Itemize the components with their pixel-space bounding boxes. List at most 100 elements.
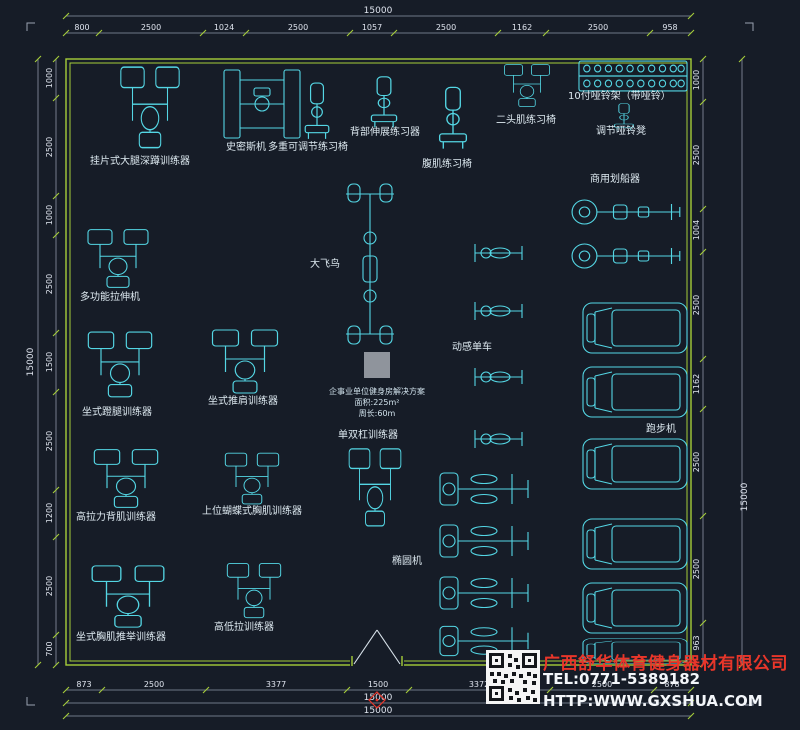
- label-ab-bench: 腹肌练习椅: [422, 157, 472, 170]
- spin-bike-drawing-3: [474, 367, 523, 387]
- dim-right-seg-0: 1000: [692, 70, 701, 90]
- label-shoulder-press: 坐式推肩训练器: [208, 394, 278, 407]
- dim-bottom-seg-2: 3377: [266, 680, 286, 689]
- label-squat: 挂片式大腿深蹲训练器: [90, 154, 190, 167]
- dim-left-seg-3: 2500: [45, 274, 54, 294]
- rower-drawing-2: [571, 243, 681, 269]
- dim-right-seg-7: 963: [692, 635, 701, 650]
- center-marker: [364, 352, 390, 378]
- dim-left-seg-1: 2500: [45, 137, 54, 157]
- spin-bike-drawing-1: [474, 243, 523, 263]
- dim-bottom-seg-1: 2500: [144, 680, 164, 689]
- leg-press-drawing: [87, 331, 153, 398]
- dim-right-seg-3: 2500: [692, 295, 701, 315]
- dim-right-seg-1: 2500: [692, 145, 701, 165]
- dim-top-seg-7: 2500: [588, 23, 608, 32]
- plan-note-line1: 企事业单位健身房解决方案: [329, 386, 425, 396]
- dim-left-seg-4: 1500: [45, 352, 54, 372]
- label-back-extension: 背部伸展练习器: [350, 125, 420, 138]
- butterfly-machine-drawing: [224, 452, 280, 505]
- hi-lo-pulley-drawing: [226, 562, 282, 619]
- dim-left-overall: 15000: [26, 347, 36, 376]
- dim-left-seg-0: 1000: [45, 68, 54, 88]
- door-jambs: [351, 656, 403, 666]
- label-butterfly: 上位蝴蝶式胸肌训练器: [202, 504, 302, 517]
- label-lat-pulldown: 高拉力背肌训练器: [76, 510, 156, 523]
- ab-bench-drawing: [438, 86, 468, 150]
- label-rower: 商用划船器: [590, 172, 640, 185]
- dim-top-seg-0: 800: [74, 23, 89, 32]
- plan-note-line3: 周长:60m: [359, 408, 396, 418]
- label-dumbbell-bench: 调节哑铃凳: [596, 124, 646, 137]
- label-treadmill: 跑步机: [646, 422, 676, 435]
- elliptical-drawing-2: [439, 524, 529, 558]
- label-cable-crossover: 大飞鸟: [310, 257, 340, 270]
- label-dip-station: 单双杠训练器: [338, 428, 398, 441]
- company-url: HTTP:WWW.GXSHUA.COM: [543, 692, 763, 710]
- dim-top-seg-1: 2500: [141, 23, 161, 32]
- label-adjustable-bench: 多重可调节练习椅: [268, 140, 348, 153]
- dim-bottom-seg-0: 873: [76, 680, 91, 689]
- dim-bottom-seg-5: 2500: [592, 680, 612, 689]
- dim-right-seg-2: 1004: [692, 220, 701, 240]
- dim-bottom-overall-a: 15000: [364, 693, 393, 703]
- company-tel: TEL:0771-5389182: [543, 670, 701, 688]
- dim-top-seg-3: 2500: [288, 23, 308, 32]
- dim-left-seg-5: 2500: [45, 431, 54, 451]
- plan-note-line2: 面积:225m²: [355, 397, 400, 407]
- dim-right-seg-4: 1162: [692, 374, 701, 394]
- dimension-ticks: [34, 12, 746, 720]
- treadmill-drawing-3: [582, 438, 688, 490]
- treadmill-drawing-2: [582, 366, 688, 418]
- dim-left-seg-7: 2500: [45, 576, 54, 596]
- label-stretch-machine: 多功能拉伸机: [80, 290, 140, 303]
- spin-bike-drawing-2: [474, 301, 523, 321]
- shoulder-press-drawing: [211, 329, 279, 394]
- elliptical-drawing-1: [439, 472, 529, 506]
- dimension-lines: [37, 15, 743, 717]
- dim-top-seg-8: 958: [662, 23, 677, 32]
- door-leaves: [353, 629, 401, 665]
- stretch-machine-drawing: [87, 229, 149, 288]
- dim-left-seg-8: 700: [45, 641, 54, 656]
- door-opening: [350, 656, 404, 668]
- treadmill-drawing-4: [582, 518, 688, 570]
- dim-bottom-seg-4: 3372: [469, 680, 489, 689]
- smith-machine-drawing: [223, 69, 301, 139]
- qr-code: [486, 650, 540, 704]
- dim-bottom-overall-b: 15000: [364, 706, 393, 716]
- dumbbell-rack-drawing: [578, 60, 688, 92]
- rower-drawing-1: [571, 199, 681, 225]
- dim-top-seg-5: 2500: [436, 23, 456, 32]
- door-tag-icon: [368, 691, 386, 709]
- back-extension-drawing: [370, 76, 398, 128]
- dim-bottom-seg-6: 878: [664, 680, 679, 689]
- equipment-label-layer: 挂片式大腿深蹲训练器 史密斯机 多重可调节练习椅 背部伸展练习器 腹肌练习椅 二…: [76, 89, 676, 643]
- plan-note: 企事业单位健身房解决方案 面积:225m² 周长:60m: [329, 386, 425, 418]
- dim-top-seg-4: 1057: [362, 23, 382, 32]
- squat-machine-drawing: [120, 66, 180, 149]
- label-biceps-bench: 二头肌练习椅: [496, 113, 556, 126]
- dim-bottom-seg-3: 1500: [368, 680, 388, 689]
- label-hi-lo-pulley: 高低拉训练器: [214, 620, 274, 633]
- dim-right-seg-5: 2500: [692, 452, 701, 472]
- dim-right-seg-6: 2500: [692, 559, 701, 579]
- biceps-bench-drawing: [504, 64, 550, 108]
- lat-pulldown-drawing: [93, 449, 159, 508]
- spin-bike-drawing-4: [474, 429, 523, 449]
- label-smith: 史密斯机: [226, 140, 266, 153]
- cable-crossover-drawing: [345, 183, 395, 345]
- treadmill-drawing-1: [582, 302, 688, 354]
- dim-top-overall: 15000: [364, 6, 393, 16]
- adjustable-bench-drawing: [304, 82, 330, 140]
- label-chest-press: 坐式胸肌推举训练器: [76, 630, 166, 643]
- label-spin-bike: 动感单车: [452, 340, 492, 353]
- dim-top-seg-6: 1162: [512, 23, 532, 32]
- company-name: 广西舒华体育健身器材有限公司: [543, 654, 788, 674]
- elliptical-drawing-3: [439, 576, 529, 610]
- dim-left-seg-2: 1000: [45, 205, 54, 225]
- dim-left-seg-6: 1200: [45, 503, 54, 523]
- plot-corner-marks: [26, 22, 754, 706]
